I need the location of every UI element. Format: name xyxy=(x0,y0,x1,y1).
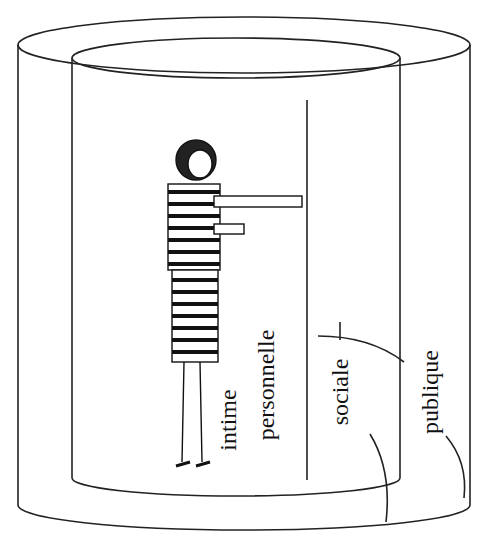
leader-arc xyxy=(446,436,465,498)
inner-bottom xyxy=(72,478,400,496)
inner-wall xyxy=(71,58,73,478)
zone-label: intime xyxy=(216,389,240,450)
leader-line xyxy=(318,336,404,362)
outer-wall xyxy=(469,45,471,505)
leader-line xyxy=(339,322,341,340)
zone-label: personnelle xyxy=(254,330,278,441)
outer-wall xyxy=(17,45,19,505)
bubble-wall xyxy=(306,100,308,480)
inner-wall xyxy=(399,58,401,478)
woman-figure xyxy=(168,140,302,466)
inner-top xyxy=(72,38,400,78)
zone-label: publique xyxy=(418,350,442,434)
outer-bottom xyxy=(18,505,470,530)
leader-arc xyxy=(370,434,387,522)
outer-top xyxy=(18,17,470,73)
zone-label: sociale xyxy=(328,359,352,426)
